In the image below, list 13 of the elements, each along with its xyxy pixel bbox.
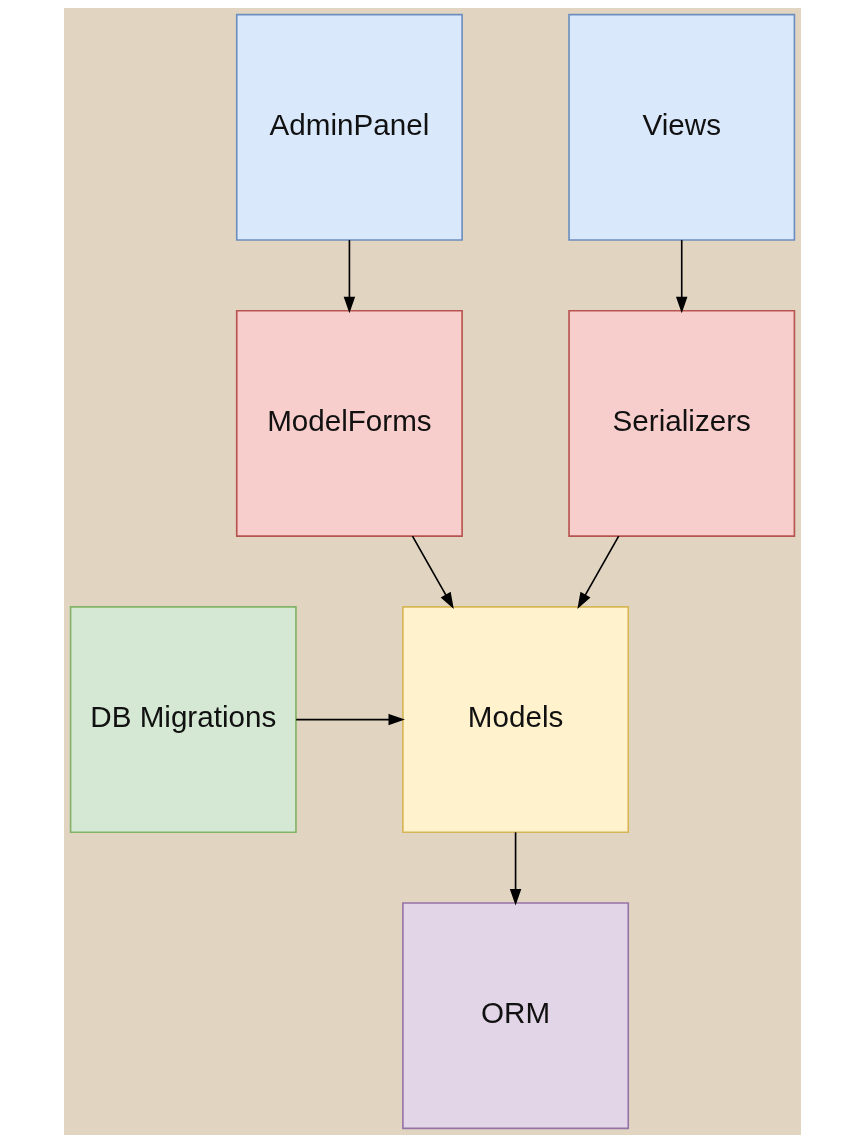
node-box: AdminPanel — [235, 13, 463, 241]
node-box: Serializers — [568, 309, 796, 537]
node-box: Models — [402, 606, 630, 834]
arrow — [295, 713, 405, 726]
node-box: ORM — [402, 902, 630, 1130]
arrow — [411, 535, 454, 610]
arrow — [509, 831, 522, 906]
arrow — [675, 239, 688, 314]
arrow — [577, 535, 620, 610]
node-box: ModelForms — [235, 309, 463, 537]
arrow — [343, 239, 356, 314]
node-box: Views — [568, 13, 796, 241]
node-box: DB Migrations — [69, 606, 297, 834]
